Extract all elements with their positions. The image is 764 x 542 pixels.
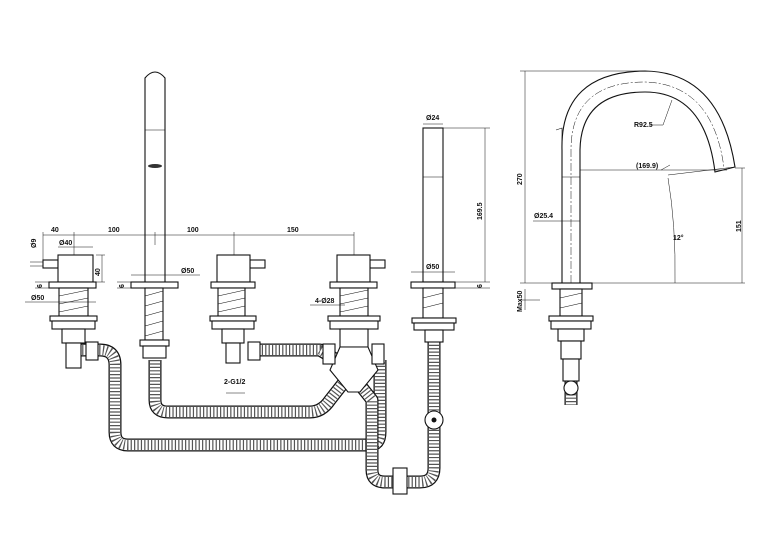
dim-spout-tube-dia: Ø25.4 [534, 213, 553, 220]
dim-body-height: 40 [95, 268, 102, 276]
dim-shower-flange-6: 6 [477, 284, 484, 288]
dim-shower-flange-dia: Ø50 [426, 264, 439, 271]
diverter-knob-dot [431, 417, 437, 423]
dim-outlet-height: 151 [736, 220, 743, 232]
dim-spout-angle: 12° [673, 234, 684, 242]
dim-max-deck: Max50 [517, 290, 524, 312]
dim-flange-dia-hand: Ø50 [181, 268, 194, 275]
dim-flange-6-left: 6 [37, 284, 44, 288]
dim-spout-radius: R92.5 [634, 122, 653, 129]
spout [548, 70, 736, 396]
dim-body-dia: Ø40 [59, 240, 72, 247]
dim-lever-dia: Ø9 [31, 239, 38, 248]
braided-hoses [72, 340, 578, 489]
middle-valve [209, 254, 266, 364]
dim-flange-6-hand: 6 [119, 284, 126, 288]
dim-connection: 2-G1/2 [224, 379, 246, 386]
shower-column [410, 127, 457, 343]
dim-40-left: 40 [51, 227, 59, 234]
hand-shower [130, 71, 179, 359]
right-valve [322, 254, 386, 393]
dim-shower-height: 169.5 [477, 202, 484, 220]
dim-hole-dia: 4-Ø28 [315, 298, 335, 305]
dim-150: 150 [287, 227, 299, 234]
dim-100-b: 100 [187, 227, 199, 234]
dim-spout-height: 270 [517, 173, 524, 185]
hose-connector [392, 467, 408, 495]
dim-spout-reach: (169.9) [636, 163, 658, 170]
dim-100-a: 100 [108, 227, 120, 234]
dim-flange-dia-left: Ø50 [31, 295, 44, 302]
left-valve [42, 254, 99, 369]
dimension-lines [25, 70, 745, 394]
dim-shower-dia: Ø24 [426, 115, 439, 122]
